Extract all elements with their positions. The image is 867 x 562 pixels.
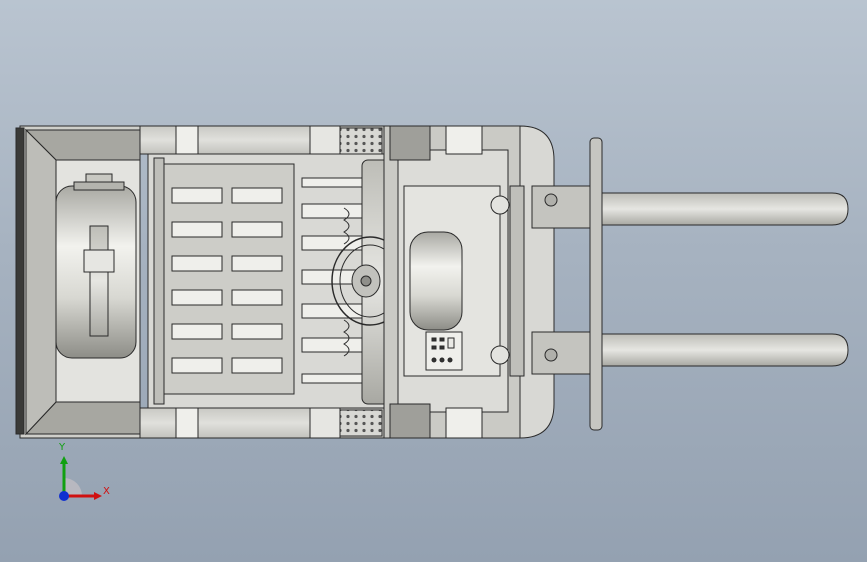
fork-upper — [601, 192, 849, 226]
triad-axes — [59, 456, 102, 501]
mast-frame — [383, 125, 555, 439]
fork-carriage — [490, 137, 603, 431]
vent-grille-top — [339, 127, 383, 155]
y-axis-label: Y — [59, 442, 66, 453]
tank-cylinder — [55, 173, 137, 359]
z-axis-dot — [59, 491, 69, 501]
vent-grille-bottom — [339, 409, 383, 437]
fork-lower — [601, 333, 849, 367]
reference-triad: X Y — [40, 440, 130, 510]
control-panel — [425, 331, 463, 371]
x-axis-label: X — [103, 486, 110, 497]
